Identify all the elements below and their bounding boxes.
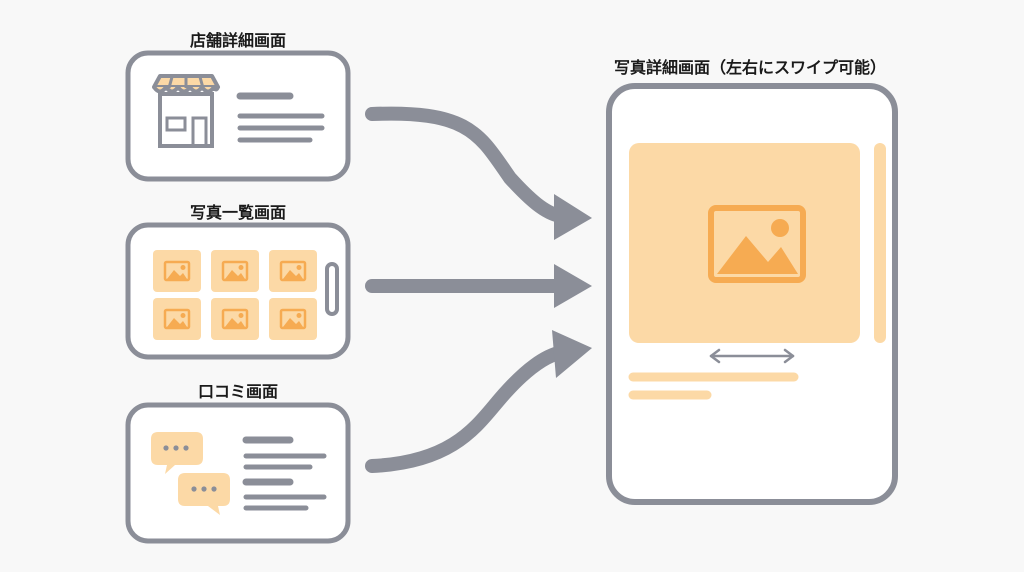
flow-arrow-icon [365,106,592,240]
image-icon [279,260,307,282]
flow-arrow-icon [365,330,592,473]
photo-detail-screen [606,83,898,505]
chat-bubble-icon [151,432,203,474]
store-icon [152,74,220,148]
swipe-arrow-icon [709,348,795,364]
photo-thumbnail[interactable] [269,298,317,340]
review-text-lines [242,436,327,511]
store-detail-screen [125,50,351,182]
photo-list-title: 写真一覧画面 [189,203,286,222]
image-icon [221,308,249,330]
photo-thumbnail[interactable] [211,250,259,292]
scroll-bar[interactable] [325,262,339,316]
image-icon [221,260,249,282]
store-info-lines [236,92,325,143]
photo-grid [153,250,317,340]
photo-thumbnail[interactable] [153,250,201,292]
chat-bubble-icon [178,473,230,515]
next-photo-peek[interactable] [874,143,886,343]
flow-arrows [365,106,592,473]
flow-arrow-icon [365,264,592,308]
reviews-title: 口コミ画面 [197,382,278,401]
reviews-screen [125,402,351,544]
photo-list-screen [125,222,351,360]
photo-thumbnail[interactable] [153,298,201,340]
caption-lines [628,372,799,400]
image-icon [163,260,191,282]
image-icon [163,308,191,330]
photo-detail-title: 写真詳細画面（左右にスワイプ可能） [613,58,886,77]
photo-thumbnail[interactable] [211,298,259,340]
store-detail-title: 店舗詳細画面 [189,31,286,50]
photo-thumbnail[interactable] [269,250,317,292]
image-icon [708,205,806,283]
reviews-frame [125,402,351,544]
image-icon [279,308,307,330]
